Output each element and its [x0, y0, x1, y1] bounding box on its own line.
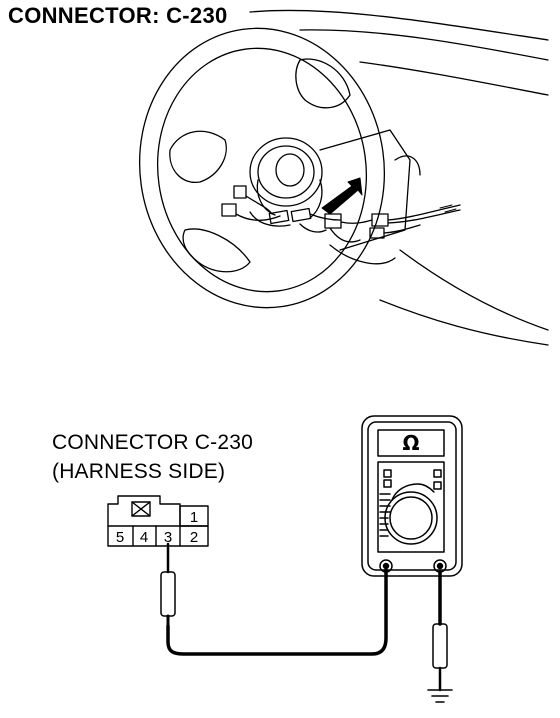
connector-side-label: (HARNESS SIDE) [52, 460, 226, 483]
multimeter [361, 415, 463, 577]
ground-icon [427, 689, 453, 703]
test-lead [160, 542, 388, 656]
connector-label: CONNECTOR C-230 [52, 431, 253, 454]
page-title: CONNECTOR: C-230 [8, 2, 232, 30]
steering-column-illustration [138, 9, 549, 346]
connector-face [107, 495, 209, 547]
ground-lead [432, 570, 448, 692]
location-arrow-icon [321, 177, 363, 215]
